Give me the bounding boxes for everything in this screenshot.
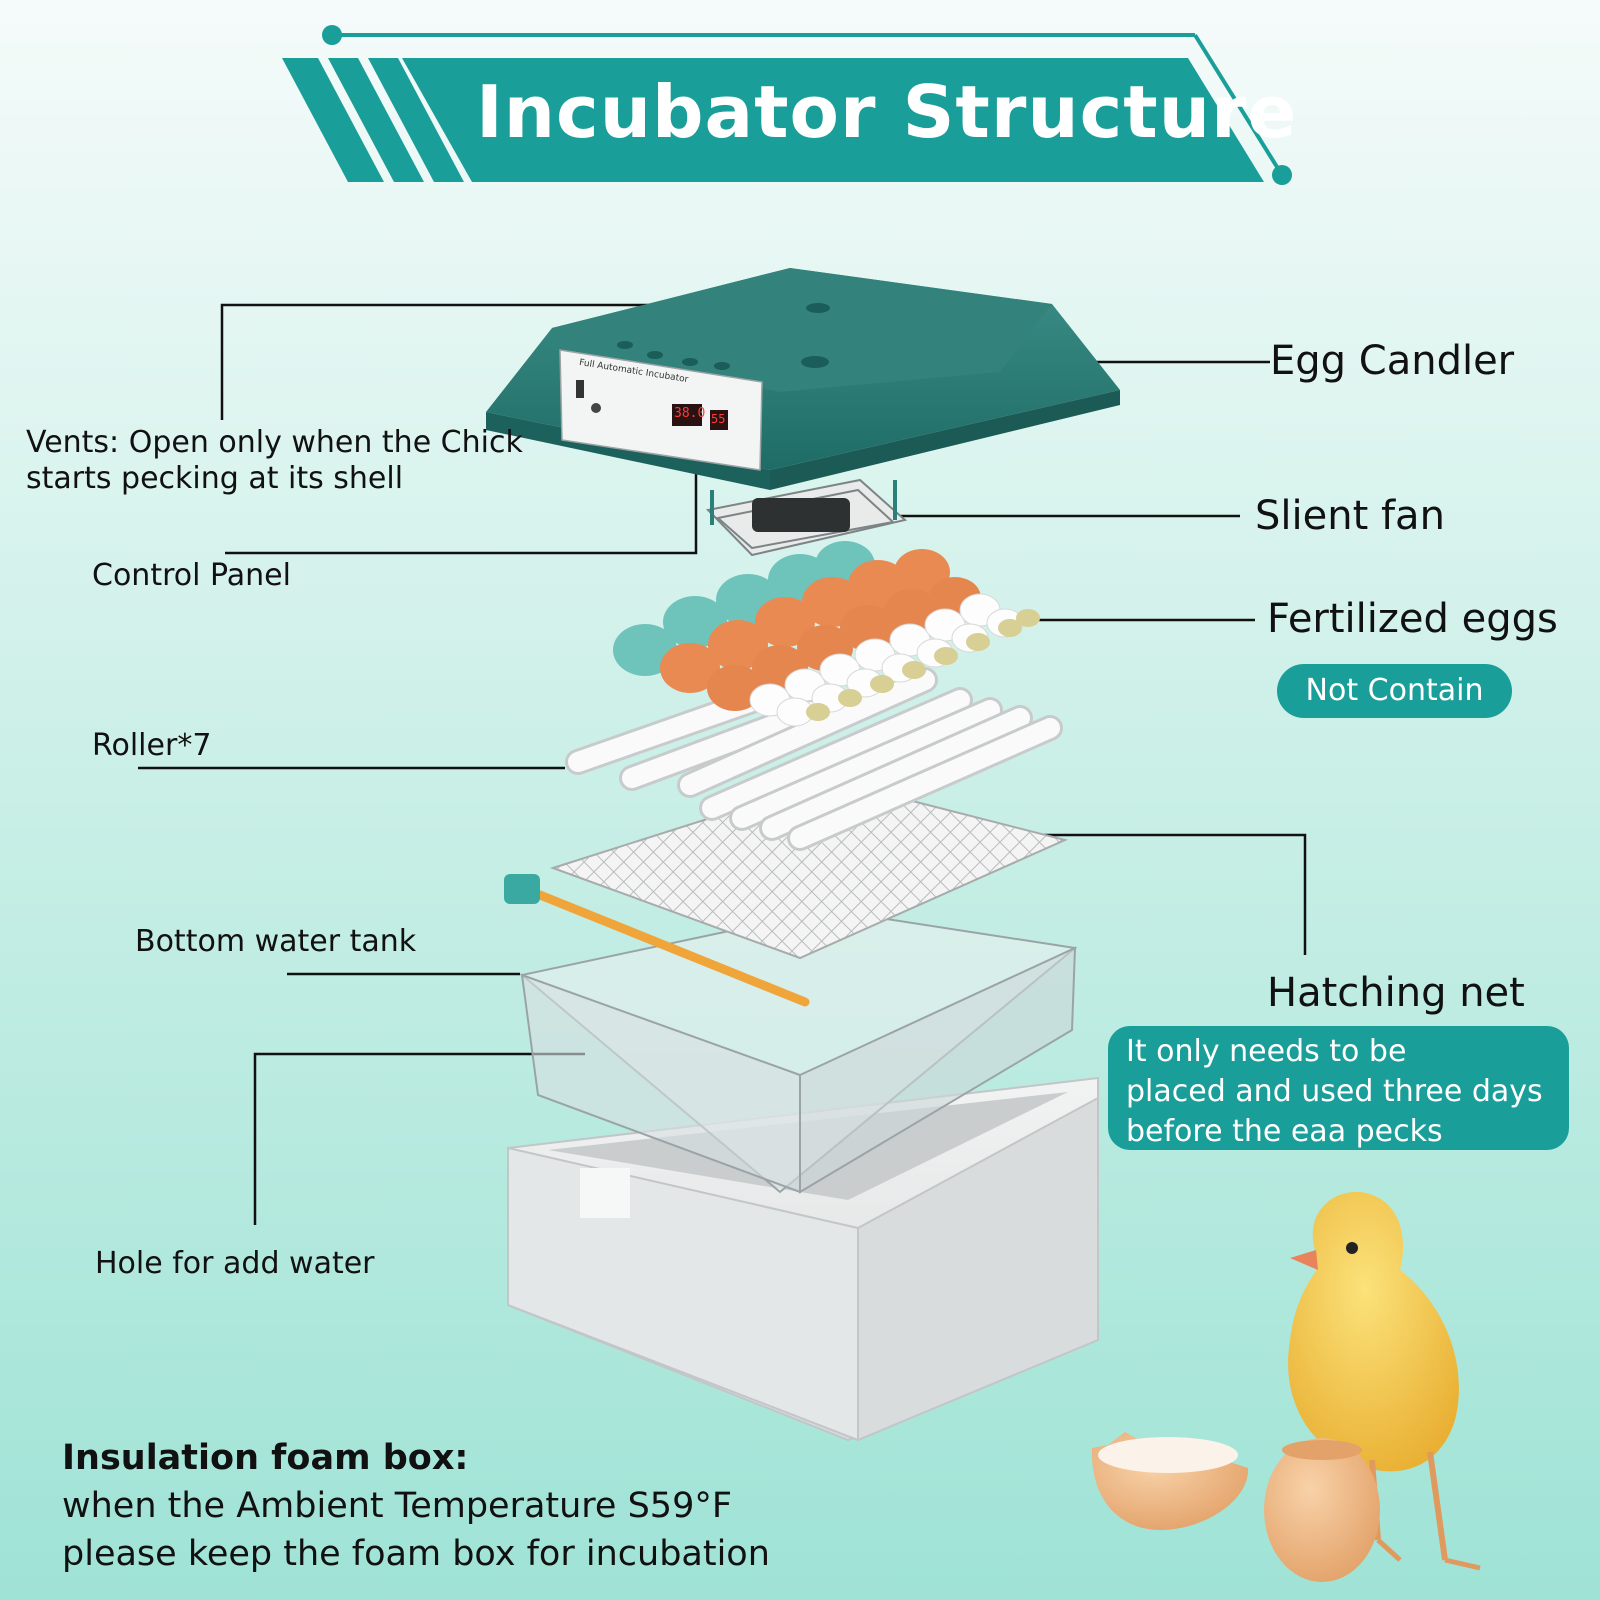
hatching-note-line: placed and used three days	[1126, 1074, 1543, 1109]
title-banner	[282, 25, 1292, 185]
hatching-note-box: It only needs to be placed and used thre…	[1108, 1026, 1569, 1150]
egg-shell-left	[1091, 1432, 1249, 1530]
page-title: Incubator Structure	[476, 70, 1298, 154]
rollers	[565, 667, 1063, 851]
hatching-note-line: It only needs to be	[1126, 1034, 1407, 1069]
water-tank	[504, 874, 1078, 1194]
label-vents-line2: starts pecking at its shell	[26, 461, 404, 496]
egg-shell-right	[1264, 1438, 1380, 1582]
label-vents-line1: Vents: Open only when the Chick	[26, 425, 523, 460]
foam-box-heading: Insulation foam box:	[62, 1438, 469, 1478]
incubator-lid	[486, 268, 1120, 490]
leader-lines	[138, 303, 1307, 1225]
panel-display-humidity: 55	[711, 412, 726, 426]
hatching-note-line: before the eaa pecks	[1126, 1114, 1443, 1149]
label-silent-fan: Slient fan	[1255, 493, 1445, 539]
foam-box-line1: when the Ambient Temperature S59°F	[62, 1486, 732, 1526]
label-hatching-net: Hatching net	[1267, 970, 1525, 1016]
panel-display-temp: 38.0	[674, 406, 706, 421]
badge-not-contain: Not Contain	[1277, 664, 1512, 718]
silent-fan	[705, 478, 908, 557]
label-roller: Roller*7	[92, 728, 212, 763]
foam-box-line2: please keep the foam box for incubation	[62, 1534, 770, 1574]
label-fertilized-eggs: Fertilized eggs	[1267, 596, 1558, 642]
label-bottom-water-tank: Bottom water tank	[135, 924, 417, 959]
label-egg-candler: Egg Candler	[1270, 338, 1515, 384]
eggs	[613, 541, 1040, 727]
label-control-panel: Control Panel	[92, 558, 291, 593]
label-hole-for-add-water: Hole for add water	[95, 1246, 375, 1281]
